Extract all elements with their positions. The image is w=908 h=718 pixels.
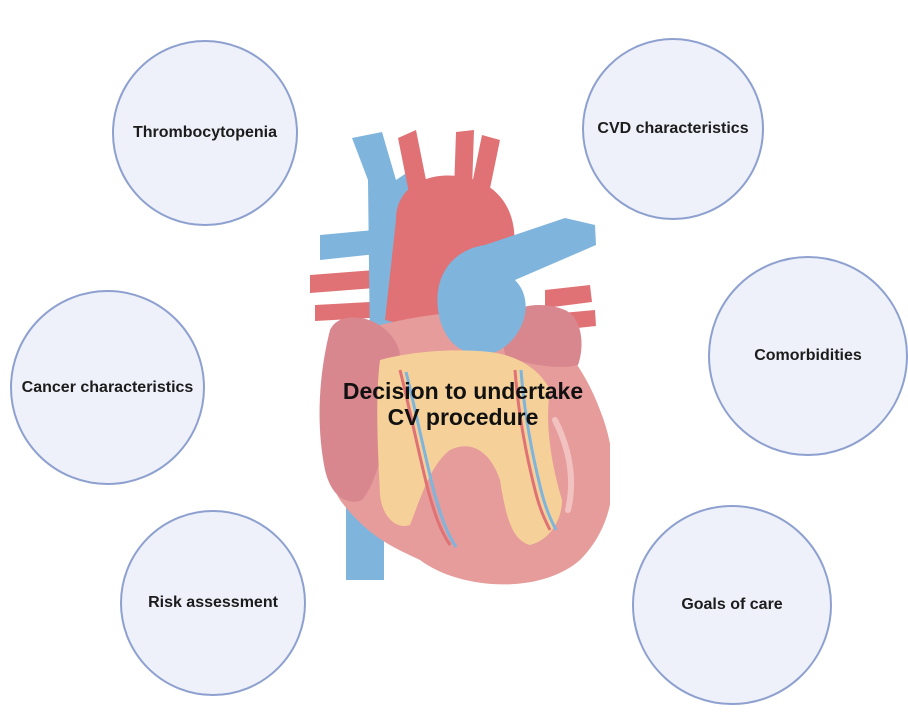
factor-label-risk-assessment: Risk assessment [148, 594, 278, 612]
factor-label-thrombocytopenia: Thrombocytopenia [133, 124, 277, 142]
factor-label-cvd-characteristics: CVD characteristics [597, 120, 748, 138]
factor-circle-thrombocytopenia: Thrombocytopenia [112, 40, 298, 226]
center-decision-title: Decision to undertake CV procedure [308, 378, 618, 430]
center-title-line-2: CV procedure [308, 404, 618, 430]
factor-label-cancer-characteristics: Cancer characteristics [22, 379, 194, 397]
factor-circle-comorbidities: Comorbidities [708, 256, 908, 456]
factor-circle-goals-of-care: Goals of care [632, 505, 832, 705]
pulmonary-vein-left-upper [310, 270, 375, 293]
heart-illustration [300, 120, 610, 600]
factor-circle-cancer-characteristics: Cancer characteristics [10, 290, 205, 485]
center-title-line-1: Decision to undertake [308, 378, 618, 404]
pulmonary-vein-left-lower [315, 302, 370, 321]
pulmonary-vein-right-upper [545, 285, 592, 308]
factor-label-comorbidities: Comorbidities [754, 347, 862, 365]
factor-label-goals-of-care: Goals of care [681, 596, 782, 614]
factor-circle-risk-assessment: Risk assessment [120, 510, 306, 696]
